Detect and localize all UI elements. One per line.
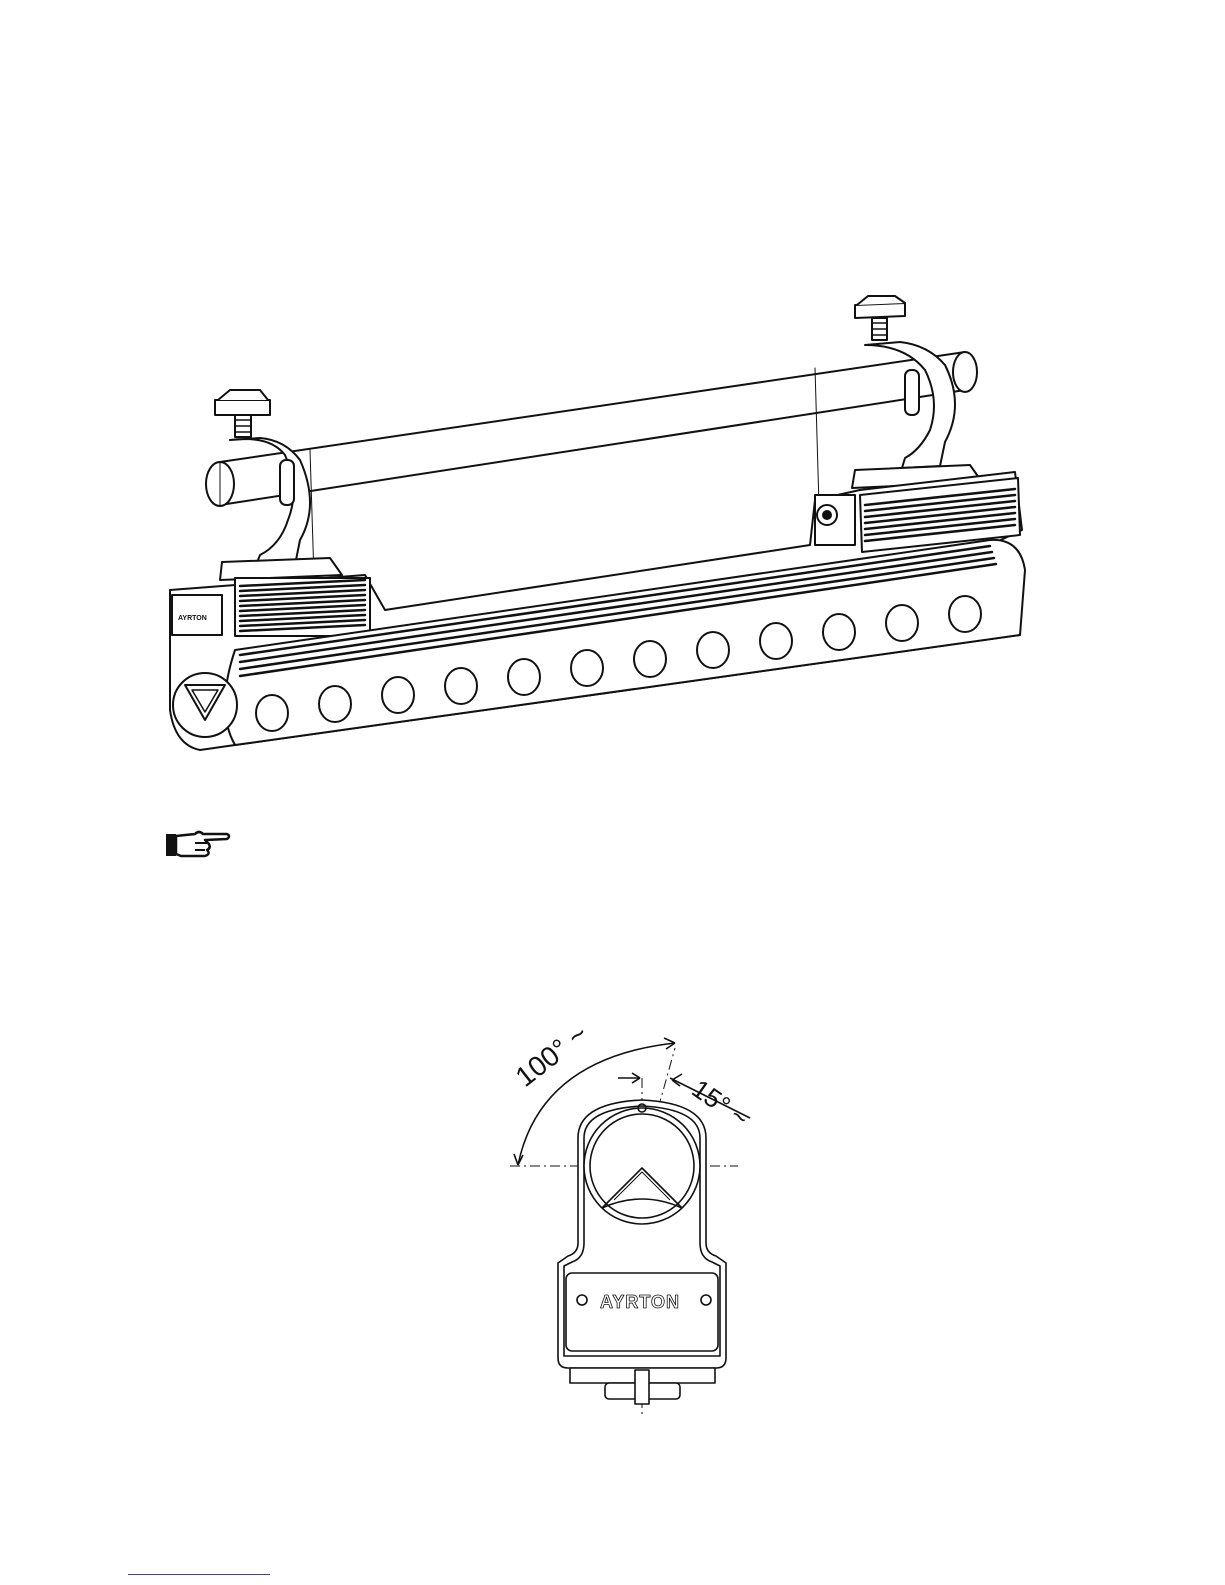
front-brand-label: AYRTON (178, 615, 207, 622)
lens (382, 677, 414, 713)
lens (508, 659, 540, 695)
angle-up-label: 100° ~ (510, 1018, 594, 1093)
lens (319, 686, 351, 722)
footer-link-underline (128, 1574, 270, 1575)
pointing-hand-icon (165, 826, 231, 862)
side-body: AYRTON (558, 1100, 726, 1404)
side-view-tilt-drawing: 100° ~ 15° ~ AYRTON (490, 1018, 770, 1418)
lens (256, 695, 288, 731)
lens (823, 614, 855, 650)
lens (949, 596, 981, 632)
lens (634, 641, 666, 677)
side-brand-label: AYRTON (600, 1292, 680, 1312)
lens (886, 605, 918, 641)
lens (571, 650, 603, 686)
lens (760, 623, 792, 659)
lens (697, 632, 729, 668)
fixture-on-pipe-drawing: AYRTON (160, 290, 1040, 760)
lens (445, 668, 477, 704)
